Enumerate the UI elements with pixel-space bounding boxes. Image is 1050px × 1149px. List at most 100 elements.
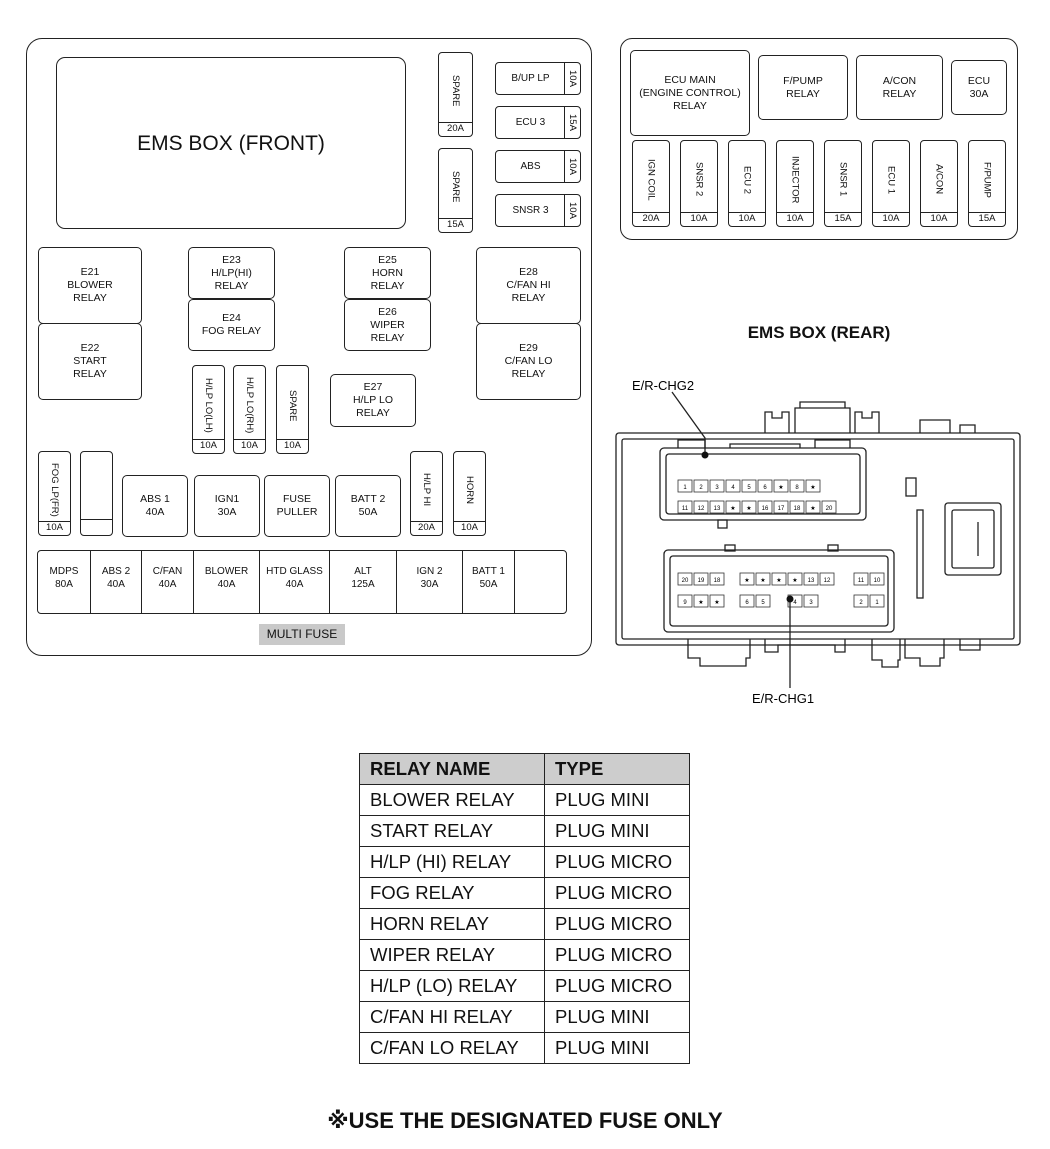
fuse-hlp-lo-lh: H/LP LO(LH) 10A xyxy=(192,365,225,454)
table-cell: HORN RELAY xyxy=(359,908,545,940)
multi-fuse-cfan: C/FAN 40A xyxy=(142,551,194,613)
column-header-relay-name: RELAY NAME xyxy=(359,753,545,785)
pin-label: 1 xyxy=(683,485,687,491)
pin-label: 2 xyxy=(859,600,863,606)
table-cell: PLUG MICRO xyxy=(544,846,690,878)
multi-fuse-abs2: ABS 2 40A xyxy=(91,551,142,613)
fuse-snsr1: SNSR 1 15A xyxy=(824,140,862,227)
fuse-spare-10a: SPARE 10A xyxy=(276,365,309,454)
fuse-batt2: BATT 2 50A xyxy=(335,475,401,537)
relay-e21-blower: E21 BLOWER RELAY xyxy=(38,247,142,324)
pin-label: 4 xyxy=(731,485,735,491)
multi-fuse-mdps: MDPS 80A xyxy=(38,551,91,613)
fuse-ecu3: ECU 3 15A xyxy=(495,106,581,139)
pin-label: ★ xyxy=(698,599,703,606)
pin-label: 16 xyxy=(762,506,769,512)
fuse-snsr2: SNSR 2 10A xyxy=(680,140,718,227)
fuse-snsr3: SNSR 3 10A xyxy=(495,194,581,227)
chg1-marker-dot xyxy=(786,595,794,603)
connector-chg2-label: E/R-CHG2 xyxy=(632,378,694,393)
table-cell: PLUG MICRO xyxy=(544,908,690,940)
fuse-abs: ABS 10A xyxy=(495,150,581,183)
pin-label: 8 xyxy=(795,485,799,491)
chg2-leader-line xyxy=(671,391,706,452)
multi-fuse-ign2: IGN 2 30A xyxy=(397,551,463,613)
pin-label: 3 xyxy=(715,485,719,491)
table-cell: PLUG MINI xyxy=(544,815,690,847)
fuse-spare-15a: SPARE 15A xyxy=(438,148,473,233)
table-cell: BLOWER RELAY xyxy=(359,784,545,816)
ems-box-front-title: EMS BOX (FRONT) xyxy=(137,131,325,155)
pin-label: 20 xyxy=(826,506,833,512)
relay-e29-cfan-lo: E29 C/FAN LO RELAY xyxy=(476,323,581,400)
pin-label: ★ xyxy=(744,577,749,584)
pin-label: 10 xyxy=(874,578,881,584)
table-cell: H/LP (LO) RELAY xyxy=(359,970,545,1002)
relay-e27-hlp-lo: E27 H/LP LO RELAY xyxy=(330,374,416,427)
pin-label: 3 xyxy=(809,600,813,606)
pin-label: 18 xyxy=(714,578,721,584)
pin-label: 12 xyxy=(698,506,705,512)
fuse-ign-coil: IGN COIL 20A xyxy=(632,140,670,227)
fuse-ecu1: ECU 1 10A xyxy=(872,140,910,227)
fuse-ign1: IGN1 30A xyxy=(194,475,260,537)
pin-label: 13 xyxy=(808,578,815,584)
pin-label: ★ xyxy=(792,577,797,584)
pin-label: ★ xyxy=(778,484,783,491)
table-cell: C/FAN HI RELAY xyxy=(359,1001,545,1033)
relay-e25-horn: E25 HORN RELAY xyxy=(344,247,431,299)
pin-label: ★ xyxy=(810,484,815,491)
designated-fuse-note: ※USE THE DESIGNATED FUSE ONLY xyxy=(327,1108,723,1133)
fuse-blank-slot xyxy=(80,451,113,536)
pin-label: 5 xyxy=(761,600,765,606)
fuse-abs1: ABS 1 40A xyxy=(122,475,188,537)
fuse-spare-20a: SPARE 20A xyxy=(438,52,473,137)
fuse-puller: FUSE PULLER xyxy=(264,475,330,537)
pin-label: 18 xyxy=(794,506,801,512)
fuse-fog-lp-fr: FOG LP(FR) 10A xyxy=(38,451,71,536)
table-cell: C/FAN LO RELAY xyxy=(359,1032,545,1064)
pin-label: 19 xyxy=(698,578,705,584)
pin-label: 11 xyxy=(858,578,865,584)
pin-label: 17 xyxy=(778,506,785,512)
relay-e26-wiper: E26 WIPER RELAY xyxy=(344,299,431,351)
multi-fuse-alt: ALT 125A xyxy=(330,551,397,613)
ems-box-rear-title: EMS BOX (REAR) xyxy=(747,323,891,342)
relay-e23-hlp-hi: E23 H/LP(HI) RELAY xyxy=(188,247,275,299)
ems-box-front-area: EMS BOX (FRONT) xyxy=(56,57,406,229)
relay-ecu-main: ECU MAIN (ENGINE CONTROL) RELAY xyxy=(630,50,750,136)
multi-fuse-strip: MDPS 80A ABS 2 40A C/FAN 40A BLOWER 40A … xyxy=(37,550,567,614)
fuse-ecu-30a: ECU 30A xyxy=(951,60,1007,115)
relay-e24-fog: E24 FOG RELAY xyxy=(188,299,275,351)
column-header-type: TYPE xyxy=(544,753,690,785)
fuse-hlp-lo-rh: H/LP LO(RH) 10A xyxy=(233,365,266,454)
pin-label: 6 xyxy=(763,485,767,491)
fuse-acon: A/CON 10A xyxy=(920,140,958,227)
table-cell: PLUG MICRO xyxy=(544,970,690,1002)
multi-fuse-batt1: BATT 1 50A xyxy=(463,551,515,613)
table-cell: H/LP (HI) RELAY xyxy=(359,846,545,878)
pin-label: ★ xyxy=(810,505,815,512)
chg2-marker-dot xyxy=(701,451,709,459)
pin-label: 4 xyxy=(793,600,797,606)
pin-label: 9 xyxy=(683,600,687,606)
pin-label: 5 xyxy=(747,485,751,491)
relay-fpump: F/PUMP RELAY xyxy=(758,55,848,120)
fuse-ecu2: ECU 2 10A xyxy=(728,140,766,227)
relay-e28-cfan-hi: E28 C/FAN HI RELAY xyxy=(476,247,581,324)
pin-label: 11 xyxy=(682,506,689,512)
pin-label: ★ xyxy=(776,577,781,584)
table-cell: START RELAY xyxy=(359,815,545,847)
pin-label: 1 xyxy=(875,600,879,606)
table-cell: WIPER RELAY xyxy=(359,939,545,971)
pin-label: 13 xyxy=(714,506,721,512)
